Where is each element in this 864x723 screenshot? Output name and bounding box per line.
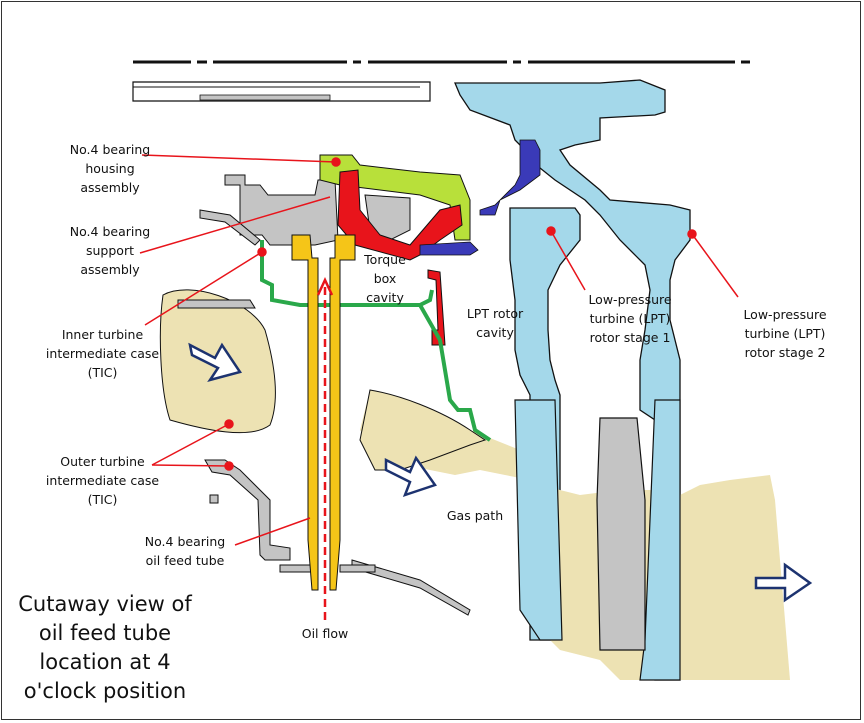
label-oil-flow: Oil flow	[301, 626, 349, 641]
flow-arrow-icons	[188, 342, 813, 603]
oil-flow-arrow	[316, 277, 334, 620]
flow-arrow-icon	[384, 455, 437, 498]
label-bearing-housing: No.4 bearing housing assembly	[69, 142, 151, 195]
label-bearing-support: No.4 bearing support assembly	[69, 224, 151, 277]
lpt-blades	[514, 399, 681, 681]
stator-vane	[596, 417, 646, 651]
diagram-title: Cutaway view of oil feed tube location a…	[18, 592, 192, 703]
label-lpt-stage-2: Low-pressure turbine (LPT) rotor stage 2	[743, 307, 827, 360]
label-lpt-rotor-cavity: LPT rotor cavity	[466, 306, 524, 340]
label-gas-path: Gas path	[446, 508, 504, 523]
label-inner-tic: Inner turbine intermediate case (TIC)	[45, 327, 160, 380]
seals	[419, 139, 541, 256]
label-outer-tic: Outer turbine intermediate case (TIC)	[45, 454, 160, 507]
inner-tic-shape	[260, 240, 492, 442]
flow-arrow-icon	[754, 562, 813, 603]
flow-arrow-icon	[188, 342, 243, 383]
label-oil-feed-tube: No.4 bearing oil feed tube	[144, 534, 226, 568]
callout-lines	[139, 154, 739, 546]
bearing-support-shape	[337, 169, 463, 346]
label-lpt-stage-1: Low-pressure turbine (LPT) rotor stage 1	[588, 292, 672, 345]
upper-shaft	[132, 81, 431, 102]
static-structure	[177, 174, 471, 616]
oil-feed-tube-shape	[291, 234, 356, 591]
label-torque-box-cavity: Torque box cavity	[364, 252, 406, 305]
